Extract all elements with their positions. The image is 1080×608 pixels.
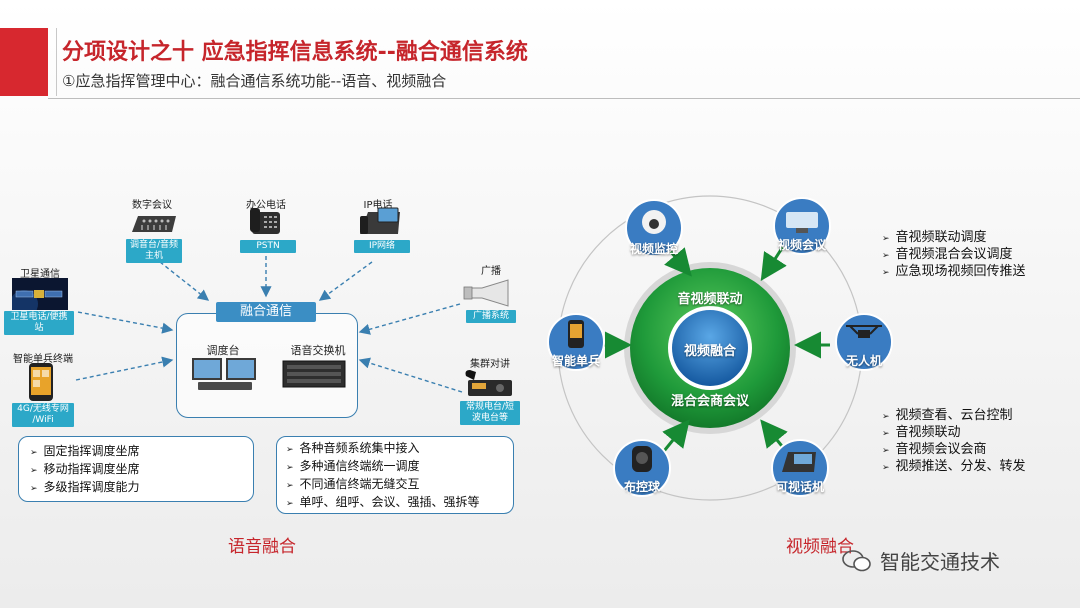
voice-feature-box-right [276, 436, 514, 514]
title-accent-bar [0, 28, 48, 96]
trunk-radio-label: 集群对讲 [470, 359, 510, 370]
voice-switch-label: 语音交换机 [290, 344, 346, 357]
trunk-radio-tag: 常规电台/短 波电台等 [460, 401, 520, 425]
header-divider [48, 98, 1080, 99]
bullet-arrow-icon: ➢ [882, 446, 890, 456]
list-item: ➢各种音频系统集中接入 [286, 441, 420, 455]
video-fusion-ring [557, 195, 863, 501]
list-item: ➢移动指挥调度坐席 [30, 462, 140, 476]
page-title: 分项设计之十 应急指挥信息系统--融合通信系统 [62, 40, 528, 65]
ip-phone-icon [360, 207, 400, 234]
bullet-arrow-icon: ➢ [882, 463, 890, 473]
ring-bottom-label: 混合会商会议 [670, 394, 749, 409]
broadcast-tag: 广播系统 [466, 310, 516, 323]
voice-switch-icon [282, 360, 346, 388]
smart-terminal-label: 智能单兵终端 [13, 354, 73, 365]
node-smart-soldier: 智能单兵 [551, 354, 600, 368]
list-item: ➢视频推送、分发、转发 [882, 459, 1026, 474]
list-item: ➢音视频联动 [882, 425, 961, 440]
bullet-arrow-icon: ➢ [882, 268, 890, 278]
voice-feature-list-right: ➢各种音频系统集中接入 ➢多种通信终端统一调度 ➢不同通信终端无缝交互 ➢单呼、… [286, 440, 480, 512]
soldier-device-icon [547, 313, 605, 371]
office-phone-label: 办公电话 [246, 200, 286, 211]
voice-connector-arrows [75, 256, 463, 393]
audio-mixer-icon [132, 216, 176, 232]
ip-phone-tag: IP网络 [354, 240, 410, 253]
list-item: ➢音视频混合会议调度 [882, 247, 1013, 262]
list-item: ➢多种通信终端统一调度 [286, 459, 420, 473]
bullet-arrow-icon: ➢ [882, 251, 890, 261]
radio-transceiver-icon [465, 370, 512, 396]
fusion-hub-title: 融合通信 [216, 302, 316, 322]
list-item: ➢固定指挥调度坐席 [30, 444, 140, 458]
node-drone: 无人机 [845, 354, 882, 368]
office-phone-tag: PSTN [240, 240, 296, 253]
bullet-arrow-icon: ➢ [882, 234, 890, 244]
voice-section-title: 语音融合 [228, 537, 296, 557]
title-separator [56, 28, 57, 96]
camera-dome-icon [625, 199, 683, 257]
list-item: ➢音视频会议会商 [882, 442, 987, 457]
list-item: ➢视频查看、云台控制 [882, 408, 1013, 423]
watermark-text: 智能交通技术 [880, 550, 1000, 574]
broadcast-label: 广播 [481, 266, 501, 277]
voice-feature-list-left: ➢固定指挥调度坐席 ➢移动指挥调度坐席 ➢多级指挥调度能力 [30, 443, 140, 497]
satellite-label: 卫星通信 [20, 269, 60, 280]
node-videophone: 可视话机 [775, 480, 824, 494]
dispatch-console-label: 调度台 [206, 344, 240, 357]
voice-feature-box-left [18, 436, 254, 502]
satellite-icon [12, 278, 68, 310]
smartphone-icon [29, 363, 53, 401]
list-item: ➢音视频联动调度 [882, 230, 987, 245]
list-item: ➢应急现场视频回传推送 [882, 264, 1026, 279]
videophone-icon [771, 439, 829, 497]
ptz-ball-camera-icon [613, 439, 671, 497]
bullet-arrow-icon: ➢ [30, 484, 38, 494]
mixer-tag: 调音台/音频 主机 [126, 239, 182, 263]
core-label: 视频融合 [683, 344, 736, 359]
dispatch-console-icon [192, 358, 256, 390]
drone-icon [835, 313, 893, 371]
video-conference-icon [773, 197, 831, 255]
bullet-arrow-icon: ➢ [286, 463, 294, 473]
ring-top-label: 音视频联动 [677, 292, 743, 307]
node-video-conference: 视频会议 [777, 238, 826, 252]
bullet-arrow-icon: ➢ [882, 412, 890, 422]
list-item: ➢多级指挥调度能力 [30, 480, 140, 494]
bullet-arrow-icon: ➢ [30, 448, 38, 458]
mixer-label: 数字会议 [132, 200, 172, 211]
node-video-monitor: 视频监控 [629, 242, 678, 256]
page-subtitle: ①应急指挥管理中心：融合通信系统功能--语音、视频融合 [62, 72, 447, 90]
horn-speaker-icon [463, 279, 509, 307]
video-feature-list-top: ➢音视频联动调度 ➢音视频混合会议调度 ➢应急现场视频回传推送 [882, 230, 1026, 281]
bullet-arrow-icon: ➢ [286, 445, 294, 455]
bullet-arrow-icon: ➢ [30, 466, 38, 476]
video-section-title: 视频融合 [786, 537, 854, 557]
bullet-arrow-icon: ➢ [286, 481, 294, 491]
satellite-tag: 卫星电话/便携站 [4, 311, 74, 335]
video-feature-list-bottom: ➢视频查看、云台控制 ➢音视频联动 ➢音视频会议会商 ➢视频推送、分发、转发 [882, 408, 1026, 476]
ip-phone-label: IP电话 [363, 200, 393, 211]
smart-terminal-tag: 4G/无线专网 /WiFi [12, 403, 74, 427]
wechat-icon [842, 550, 871, 572]
list-item: ➢不同通信终端无缝交互 [286, 477, 420, 491]
node-ptz-ball: 布控球 [623, 480, 660, 494]
desk-phone-icon [250, 208, 280, 234]
bullet-arrow-icon: ➢ [286, 499, 294, 509]
bullet-arrow-icon: ➢ [882, 429, 890, 439]
list-item: ➢单呼、组呼、会议、强插、强拆等 [286, 495, 480, 509]
